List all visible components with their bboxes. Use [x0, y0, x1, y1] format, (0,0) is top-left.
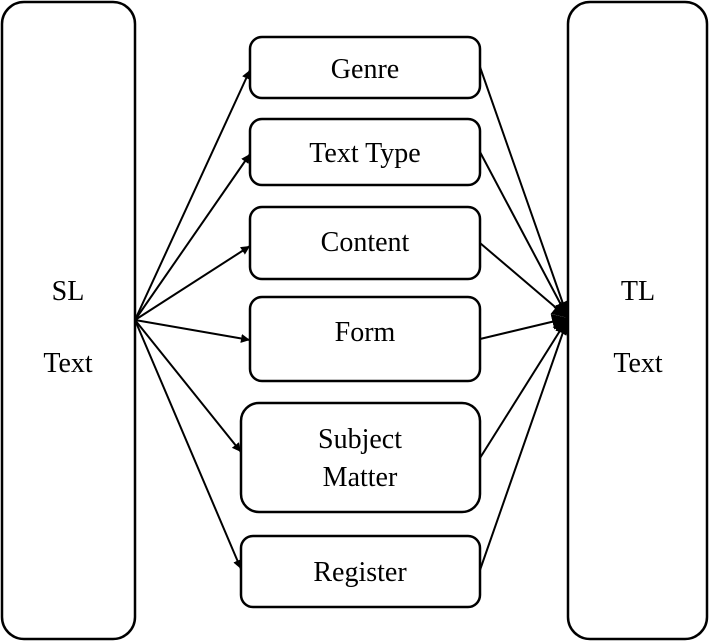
register-box: [239, 534, 482, 609]
text-type-box: [248, 117, 482, 187]
edges-layer: [134, 66, 571, 571]
node-register: Register: [239, 534, 482, 609]
node-form: Form: [248, 295, 482, 383]
edge-source-to-subject-matter: [134, 319, 242, 453]
edge-content-to-target: [479, 242, 569, 319]
target-node: TL Text: [566, 0, 709, 641]
edge-genre-to-target: [479, 66, 571, 319]
source-label-line2: Text: [43, 348, 93, 379]
edge-register-to-target: [479, 317, 571, 571]
subject-matter-box: [239, 401, 482, 514]
genre-box: [248, 35, 482, 100]
text-type-label: Text Type: [309, 138, 420, 169]
node-text-type: Text Type: [248, 117, 482, 187]
content-box: [248, 205, 482, 281]
content-label: Content: [321, 227, 410, 258]
form-label: Form: [335, 317, 396, 348]
target-box: [566, 0, 709, 641]
subject-matter-label-line1: Subject: [318, 424, 402, 455]
source-node: SL Text: [0, 0, 137, 641]
source-box: [0, 0, 137, 641]
edge-source-to-text-type: [134, 153, 251, 321]
form-box: [248, 295, 482, 383]
target-label-line1: TL: [621, 276, 655, 307]
edge-text-type-to-target: [479, 151, 569, 319]
node-content: Content: [248, 205, 482, 281]
node-genre: Genre: [248, 35, 482, 100]
edge-source-to-genre: [134, 69, 251, 321]
genre-label: Genre: [331, 54, 399, 85]
node-subject-matter: Subject Matter: [239, 401, 482, 514]
edge-subject-matter-to-target: [479, 317, 569, 459]
target-label-line2: Text: [613, 348, 663, 379]
edge-source-to-register: [134, 319, 242, 570]
register-label: Register: [313, 557, 407, 588]
source-label-line1: SL: [52, 276, 85, 307]
edge-source-to-form: [134, 319, 251, 343]
edge-source-to-content: [134, 245, 251, 321]
subject-matter-label-line2: Matter: [323, 462, 398, 493]
edge-form-to-target: [479, 313, 569, 340]
